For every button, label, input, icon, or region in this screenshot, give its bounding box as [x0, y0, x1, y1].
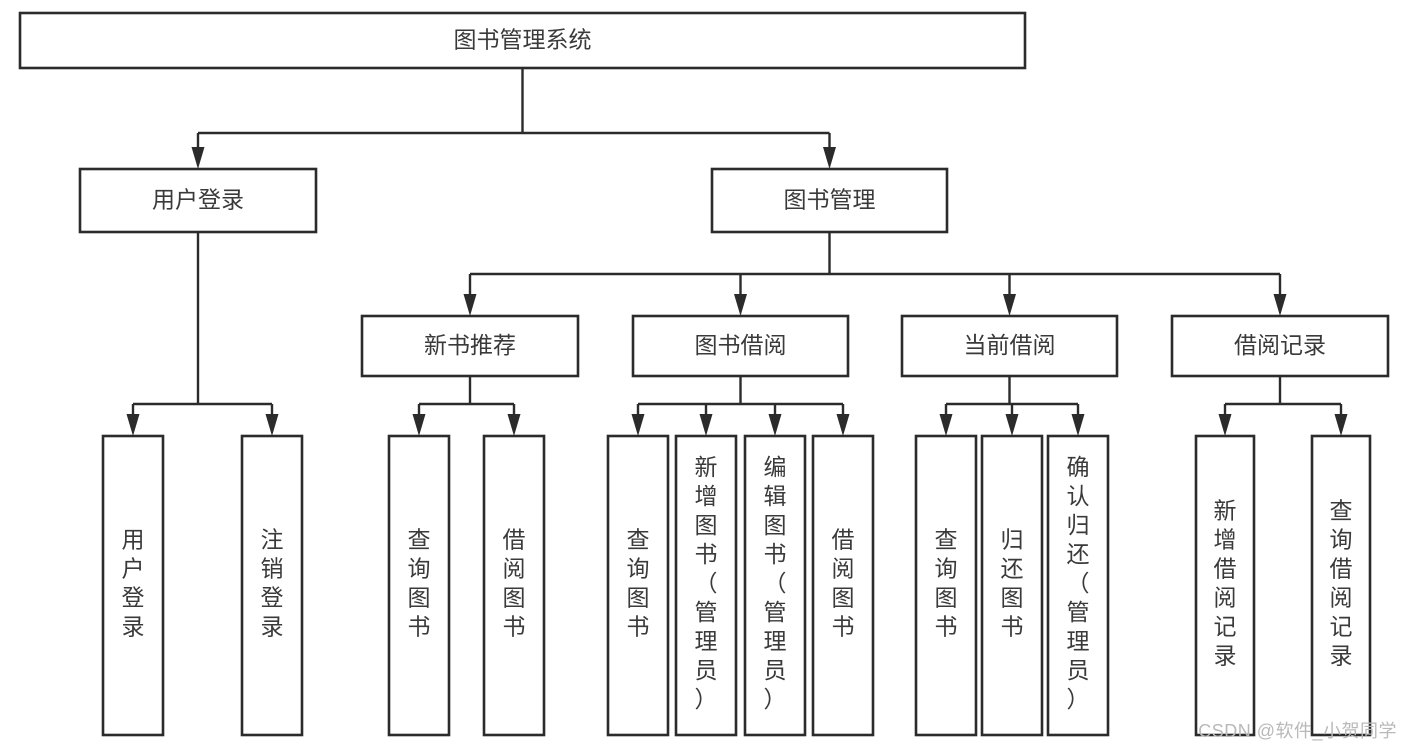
node-leaf-query-book-borrow[interactable]: 查询图书: [606, 434, 670, 737]
connector-arrowhead: [734, 294, 747, 316]
node-box: [710, 167, 949, 234]
connector-arrowhead: [265, 414, 279, 436]
node-box: [980, 434, 1044, 737]
node-leaf-query-record[interactable]: 查询借阅记录: [1310, 434, 1372, 737]
connector-arrowhead: [507, 414, 521, 436]
connector-arrowhead: [1071, 414, 1085, 436]
connectors-layer: [126, 68, 1348, 436]
node-leaf-user-login[interactable]: 用户登录: [101, 434, 165, 737]
node-label: 编辑图书（管理员）: [764, 454, 787, 712]
node-leaf-add-book[interactable]: 新增图书（管理员）: [674, 434, 738, 737]
connector-arrowhead: [1003, 294, 1016, 316]
node-box: [78, 167, 318, 234]
node-leaf-edit-book[interactable]: 编辑图书（管理员）: [743, 434, 807, 737]
node-box: [811, 434, 875, 737]
connector-arrowhead: [126, 414, 140, 436]
node-leaf-logout[interactable]: 注销登录: [240, 434, 304, 737]
node-leaf-query-book-rec[interactable]: 查询图书: [387, 434, 451, 737]
connector-arrowhead: [939, 414, 953, 436]
node-box: [900, 314, 1119, 378]
node-leaf-return-book[interactable]: 归还图书: [980, 434, 1044, 737]
node-label: 查询图书: [627, 527, 650, 640]
node-label: 图书借阅: [695, 332, 787, 358]
connector-arrowhead: [463, 294, 477, 316]
node-box: [482, 434, 546, 737]
node-label: 确认归还（管理员）: [1067, 454, 1090, 712]
connector-arrowhead: [191, 147, 205, 169]
node-label: 注销登录: [261, 527, 284, 640]
connector-arrowhead: [768, 414, 782, 436]
node-label: 归还图书: [1001, 527, 1024, 640]
nodes-layer: 图书管理系统用户登录图书管理新书推荐图书借阅当前借阅借阅记录用户登录注销登录查询…: [18, 11, 1390, 737]
node-label: 查询图书: [408, 527, 431, 640]
node-label: 图书管理: [784, 187, 876, 213]
connector-arrowhead: [1273, 294, 1287, 316]
node-label: 新书推荐: [424, 332, 516, 358]
node-new-book-rec[interactable]: 新书推荐: [360, 314, 580, 378]
connector-arrowhead: [631, 414, 645, 436]
node-leaf-borrow-book[interactable]: 借阅图书: [811, 434, 875, 737]
node-user-login[interactable]: 用户登录: [78, 167, 318, 234]
node-book-manage[interactable]: 图书管理: [710, 167, 949, 234]
node-box: [360, 314, 580, 378]
node-current-borrow[interactable]: 当前借阅: [900, 314, 1119, 378]
node-label: 用户登录: [122, 527, 145, 640]
node-box: [101, 434, 165, 737]
node-box: [674, 434, 738, 737]
node-leaf-borrow-book-rec[interactable]: 借阅图书: [482, 434, 546, 737]
connector-arrowhead: [412, 414, 426, 436]
node-label: 新增图书（管理员）: [695, 454, 718, 712]
connector-arrowhead: [1005, 414, 1019, 436]
connector-arrowhead: [1334, 414, 1348, 436]
node-box: [1170, 314, 1390, 378]
node-box: [1194, 434, 1256, 737]
node-box: [743, 434, 807, 737]
node-label: 查询图书: [935, 527, 958, 640]
node-label: 用户登录: [152, 187, 244, 213]
node-label: 新增借阅记录: [1214, 498, 1237, 669]
node-borrow-record[interactable]: 借阅记录: [1170, 314, 1390, 378]
node-label: 当前借阅: [964, 332, 1056, 358]
node-root[interactable]: 图书管理系统: [18, 11, 1027, 70]
node-box: [631, 314, 850, 378]
node-box: [914, 434, 978, 737]
node-box: [606, 434, 670, 737]
node-label: 查询借阅记录: [1330, 498, 1353, 669]
node-leaf-query-book-cur[interactable]: 查询图书: [914, 434, 978, 737]
node-box: [240, 434, 304, 737]
node-label: 借阅图书: [503, 527, 526, 640]
node-label: 图书管理系统: [454, 27, 592, 53]
node-label: 借阅记录: [1234, 332, 1326, 358]
connector-arrowhead: [1218, 414, 1232, 436]
node-box: [1310, 434, 1372, 737]
connector-arrowhead: [823, 147, 836, 169]
csdn-watermark: CSDN @软件_小贺同学: [1198, 721, 1397, 741]
node-leaf-confirm-return[interactable]: 确认归还（管理员）: [1046, 434, 1110, 737]
node-box: [18, 11, 1027, 70]
node-box: [1046, 434, 1110, 737]
node-box: [387, 434, 451, 737]
node-leaf-add-record[interactable]: 新增借阅记录: [1194, 434, 1256, 737]
connector-arrowhead: [699, 414, 713, 436]
connector-arrowhead: [836, 414, 850, 436]
node-book-borrow[interactable]: 图书借阅: [631, 314, 850, 378]
node-label: 借阅图书: [832, 527, 855, 640]
